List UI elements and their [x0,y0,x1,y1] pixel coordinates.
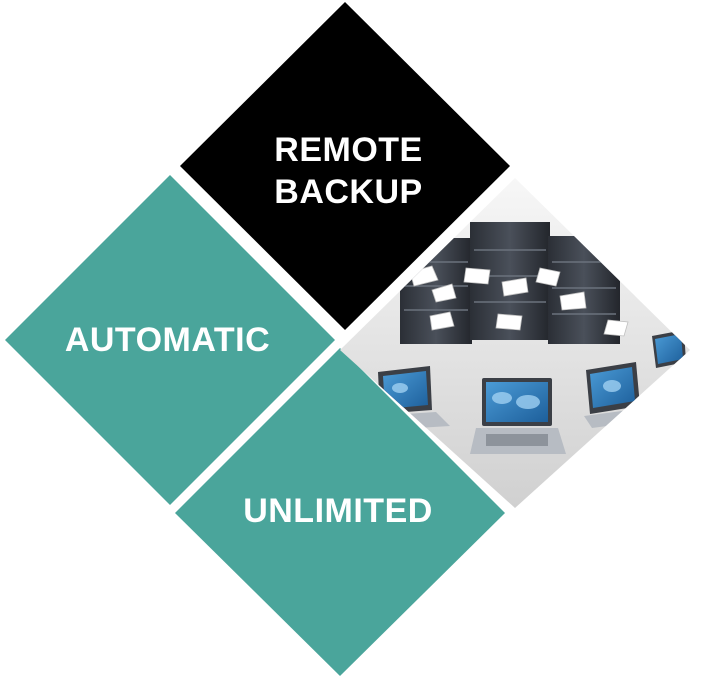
unlimited-tile [175,348,505,676]
world-map-icon [392,380,621,409]
remote-backup-tile [180,2,510,330]
remote-backup-label-line1: REMOTE [274,131,423,169]
automatic-label: AUTOMATIC [64,321,271,359]
unlimited-label: UNLIMITED [243,492,433,530]
remote-backup-label-line2: BACKUP [274,173,423,211]
automatic-tile [5,175,335,505]
document-sheets-icon [409,265,629,337]
